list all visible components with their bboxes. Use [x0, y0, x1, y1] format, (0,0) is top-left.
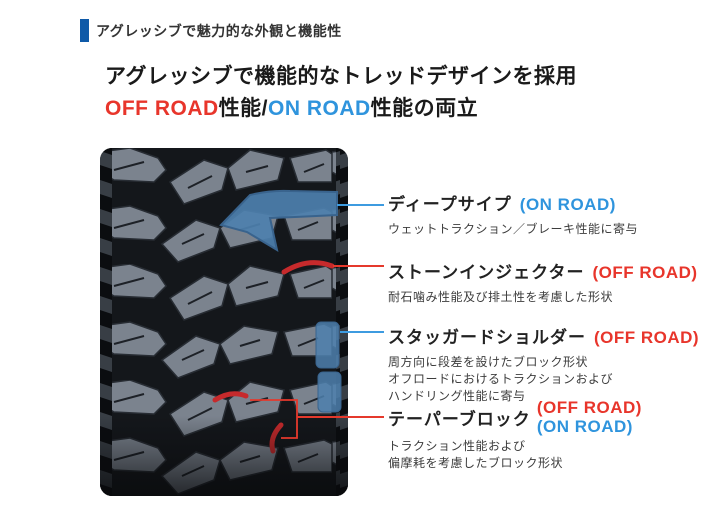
deep-sipe-highlight [219, 189, 338, 253]
tire-tread-svg [100, 148, 348, 496]
stone-ejector-highlight [281, 260, 335, 275]
annotation-title: ディープサイプ [388, 195, 512, 214]
tire-tread-image [100, 148, 348, 496]
section-title: アグレッシブで魅力的な外観と機能性 [96, 22, 342, 39]
annotation-desc-line: 耐石噛み性能及び排土性を考慮した形状 [388, 290, 614, 304]
tapered-block-highlight-a [212, 391, 249, 403]
headline-on-road: ON ROAD [268, 97, 371, 120]
annotation-tag-off-road: (OFF ROAD) [594, 328, 700, 347]
annotation-tapered-block: テーパーブロック (OFF ROAD) (ON ROAD) トラクション性能およ… [388, 398, 718, 472]
annotation-title: ストーンインジェクター [388, 263, 585, 282]
annotation-deep-sipe: ディープサイプ (ON ROAD) ウェットトラクション／ブレーキ性能に寄与 [388, 190, 718, 238]
accent-bar [80, 19, 89, 42]
annotation-title: スタッガードショルダー [388, 328, 586, 347]
annotation-tag-off-road: (OFF ROAD) [592, 263, 698, 282]
annotation-title: テーパーブロック [388, 409, 531, 429]
headline-line1: アグレッシブで機能的なトレッドデザインを採用 [105, 65, 577, 88]
annotation-desc-line: ウェットトラクション／ブレーキ性能に寄与 [388, 222, 639, 236]
headline-tail: 性能の両立 [370, 97, 479, 120]
annotation-desc-line: トラクション性能および [388, 439, 526, 453]
annotation-staggered-shoulder: スタッガードショルダー (OFF ROAD) 周方向に段差を設けたブロック形状 … [388, 323, 718, 405]
annotation-desc-line: 偏摩耗を考慮したブロック形状 [388, 456, 564, 470]
headline-off-road: OFF ROAD [105, 97, 219, 120]
annotation-tag-off-road: (OFF ROAD) [536, 398, 642, 417]
headline-mid: 性能/ [218, 97, 268, 120]
annotation-stone-ejector: ストーンインジェクター (OFF ROAD) 耐石噛み性能及び排土性を考慮した形… [388, 258, 718, 306]
headline: アグレッシブで機能的なトレッドデザインを採用 OFF ROAD性能/ON ROA… [105, 64, 577, 122]
annotation-tag-on-road: (ON ROAD) [536, 417, 633, 436]
staggered-shoulder-highlight-upper [315, 321, 340, 369]
section-header: アグレッシブで魅力的な外観と機能性 [80, 19, 342, 42]
tire-bottom-shadow [100, 416, 348, 496]
annotation-tag-on-road: (ON ROAD) [519, 195, 616, 214]
annotation-desc-line: ハンドリング性能に寄与 [388, 389, 526, 403]
annotation-desc-line: オフロードにおけるトラクションおよび [388, 372, 614, 386]
headline-line2: OFF ROAD性能/ON ROAD性能の両立 [105, 96, 577, 122]
staggered-shoulder-highlight-lower [317, 371, 342, 413]
tire-left-sidewall [100, 148, 112, 496]
annotation-desc-line: 周方向に段差を設けたブロック形状 [388, 355, 589, 369]
